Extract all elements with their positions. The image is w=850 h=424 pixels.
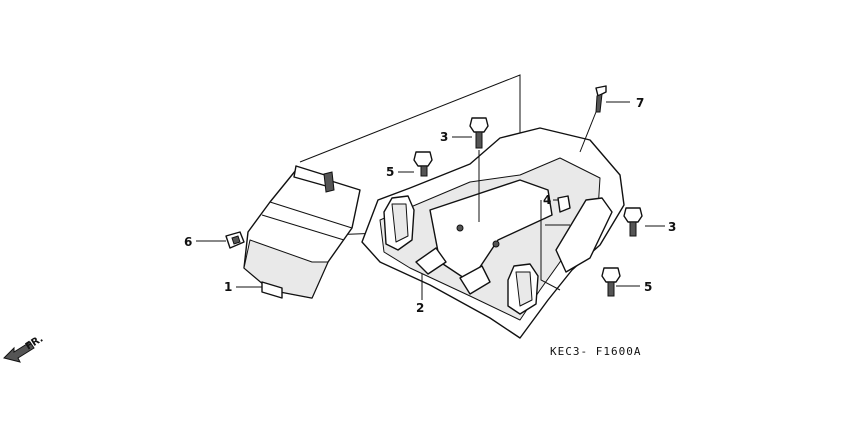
callout-1: 1 — [224, 280, 232, 294]
front-arrow-icon — [3, 341, 35, 363]
bolt-5-right — [601, 267, 621, 297]
bolt-5-left — [413, 151, 433, 177]
drawing-code: KEC3- F1600A — [550, 345, 641, 358]
callout-2: 2 — [416, 301, 424, 315]
front-direction-indicator: FR. — [3, 333, 46, 363]
callout-labels: 1 2 3 3 4 5 5 6 7 — [184, 96, 676, 315]
callout-3-right: 3 — [668, 220, 676, 234]
callout-4: 4 — [543, 193, 551, 207]
callout-6: 6 — [184, 235, 192, 249]
callout-leaders — [196, 101, 665, 300]
bolt-3-upper — [469, 117, 489, 222]
screw-6 — [225, 231, 245, 249]
front-label: FR. — [24, 333, 46, 352]
part-side-cover — [243, 165, 361, 299]
rivet-7 — [579, 85, 607, 153]
callout-3-upper: 3 — [440, 130, 448, 144]
callout-5-right: 5 — [644, 280, 652, 294]
bolt-3-right — [623, 207, 643, 237]
callout-5-left: 5 — [386, 165, 394, 179]
callout-7: 7 — [636, 96, 644, 110]
clip-4 — [557, 195, 571, 213]
part-tray — [361, 127, 625, 339]
